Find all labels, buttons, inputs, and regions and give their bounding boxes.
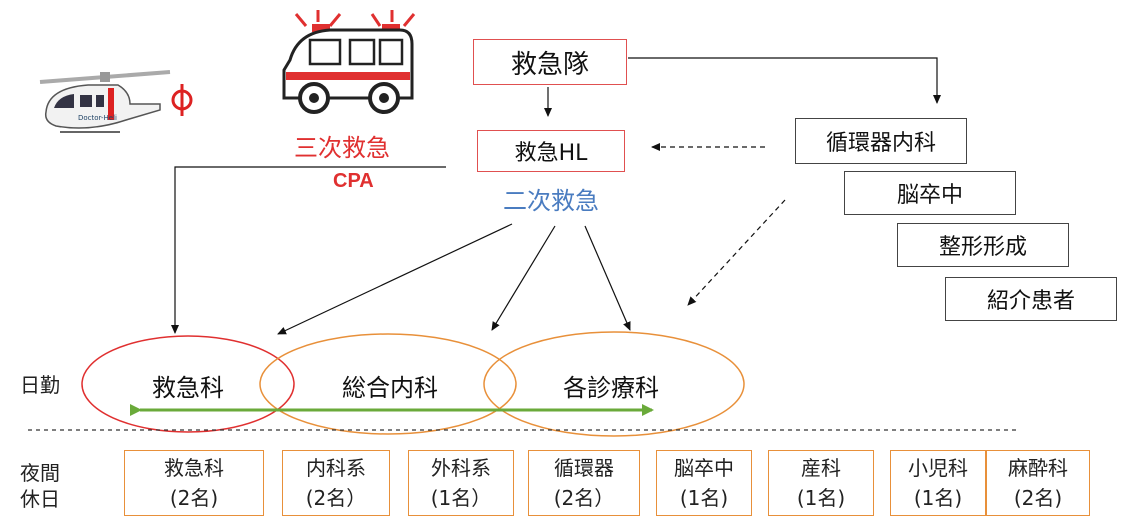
holiday-label: 休日: [20, 487, 60, 511]
emergency-team-label: 救急隊: [510, 49, 589, 80]
ellipse-general-internal: [259, 333, 517, 435]
emergency-hl-box: 救急HL: [477, 130, 625, 172]
secondary-emergency-label: 二次救急: [503, 187, 599, 215]
emergency-team-box: 救急隊: [473, 39, 627, 85]
night-label: 夜間: [20, 461, 60, 485]
referral-stroke: 脳卒中: [844, 171, 1016, 215]
dept-all-departments: 各診療科: [563, 374, 659, 402]
night-unit-anesthesia: 麻酔科 (2名): [986, 450, 1090, 516]
dept-general-internal: 総合内科: [342, 374, 438, 402]
cpa-label: CPA: [333, 170, 374, 192]
night-unit-surgical: 外科系 (1名）: [408, 450, 514, 516]
night-unit-emergency: 救急科 (2名): [124, 450, 264, 516]
ambulance-icon: [282, 10, 416, 114]
night-unit-obstetrics: 産科 (1名): [768, 450, 874, 516]
referral-cardiology: 循環器内科: [795, 118, 967, 164]
night-unit-pediatrics: 小児科 (1名): [890, 450, 986, 516]
helicopter-icon: Doctor-Heli: [39, 70, 193, 133]
day-shift-label: 日勤: [20, 373, 60, 397]
night-unit-cardiology: 循環器 (2名）: [528, 450, 640, 516]
referral-patients: 紹介患者: [945, 277, 1117, 321]
ellipse-departments: [483, 331, 745, 437]
referral-orthopedics-plastics: 整形形成: [897, 223, 1069, 267]
night-unit-internal: 内科系 (2名）: [282, 450, 390, 516]
ellipse-emergency: [81, 335, 295, 433]
emergency-hl-label: 救急HL: [514, 141, 588, 166]
flow-arrows: [171, 57, 941, 335]
tertiary-emergency-label: 三次救急: [294, 134, 390, 162]
svg-text:Doctor-Heli: Doctor-Heli: [78, 114, 117, 122]
night-unit-stroke: 脳卒中 (1名): [656, 450, 752, 516]
dept-emergency: 救急科: [152, 374, 224, 402]
